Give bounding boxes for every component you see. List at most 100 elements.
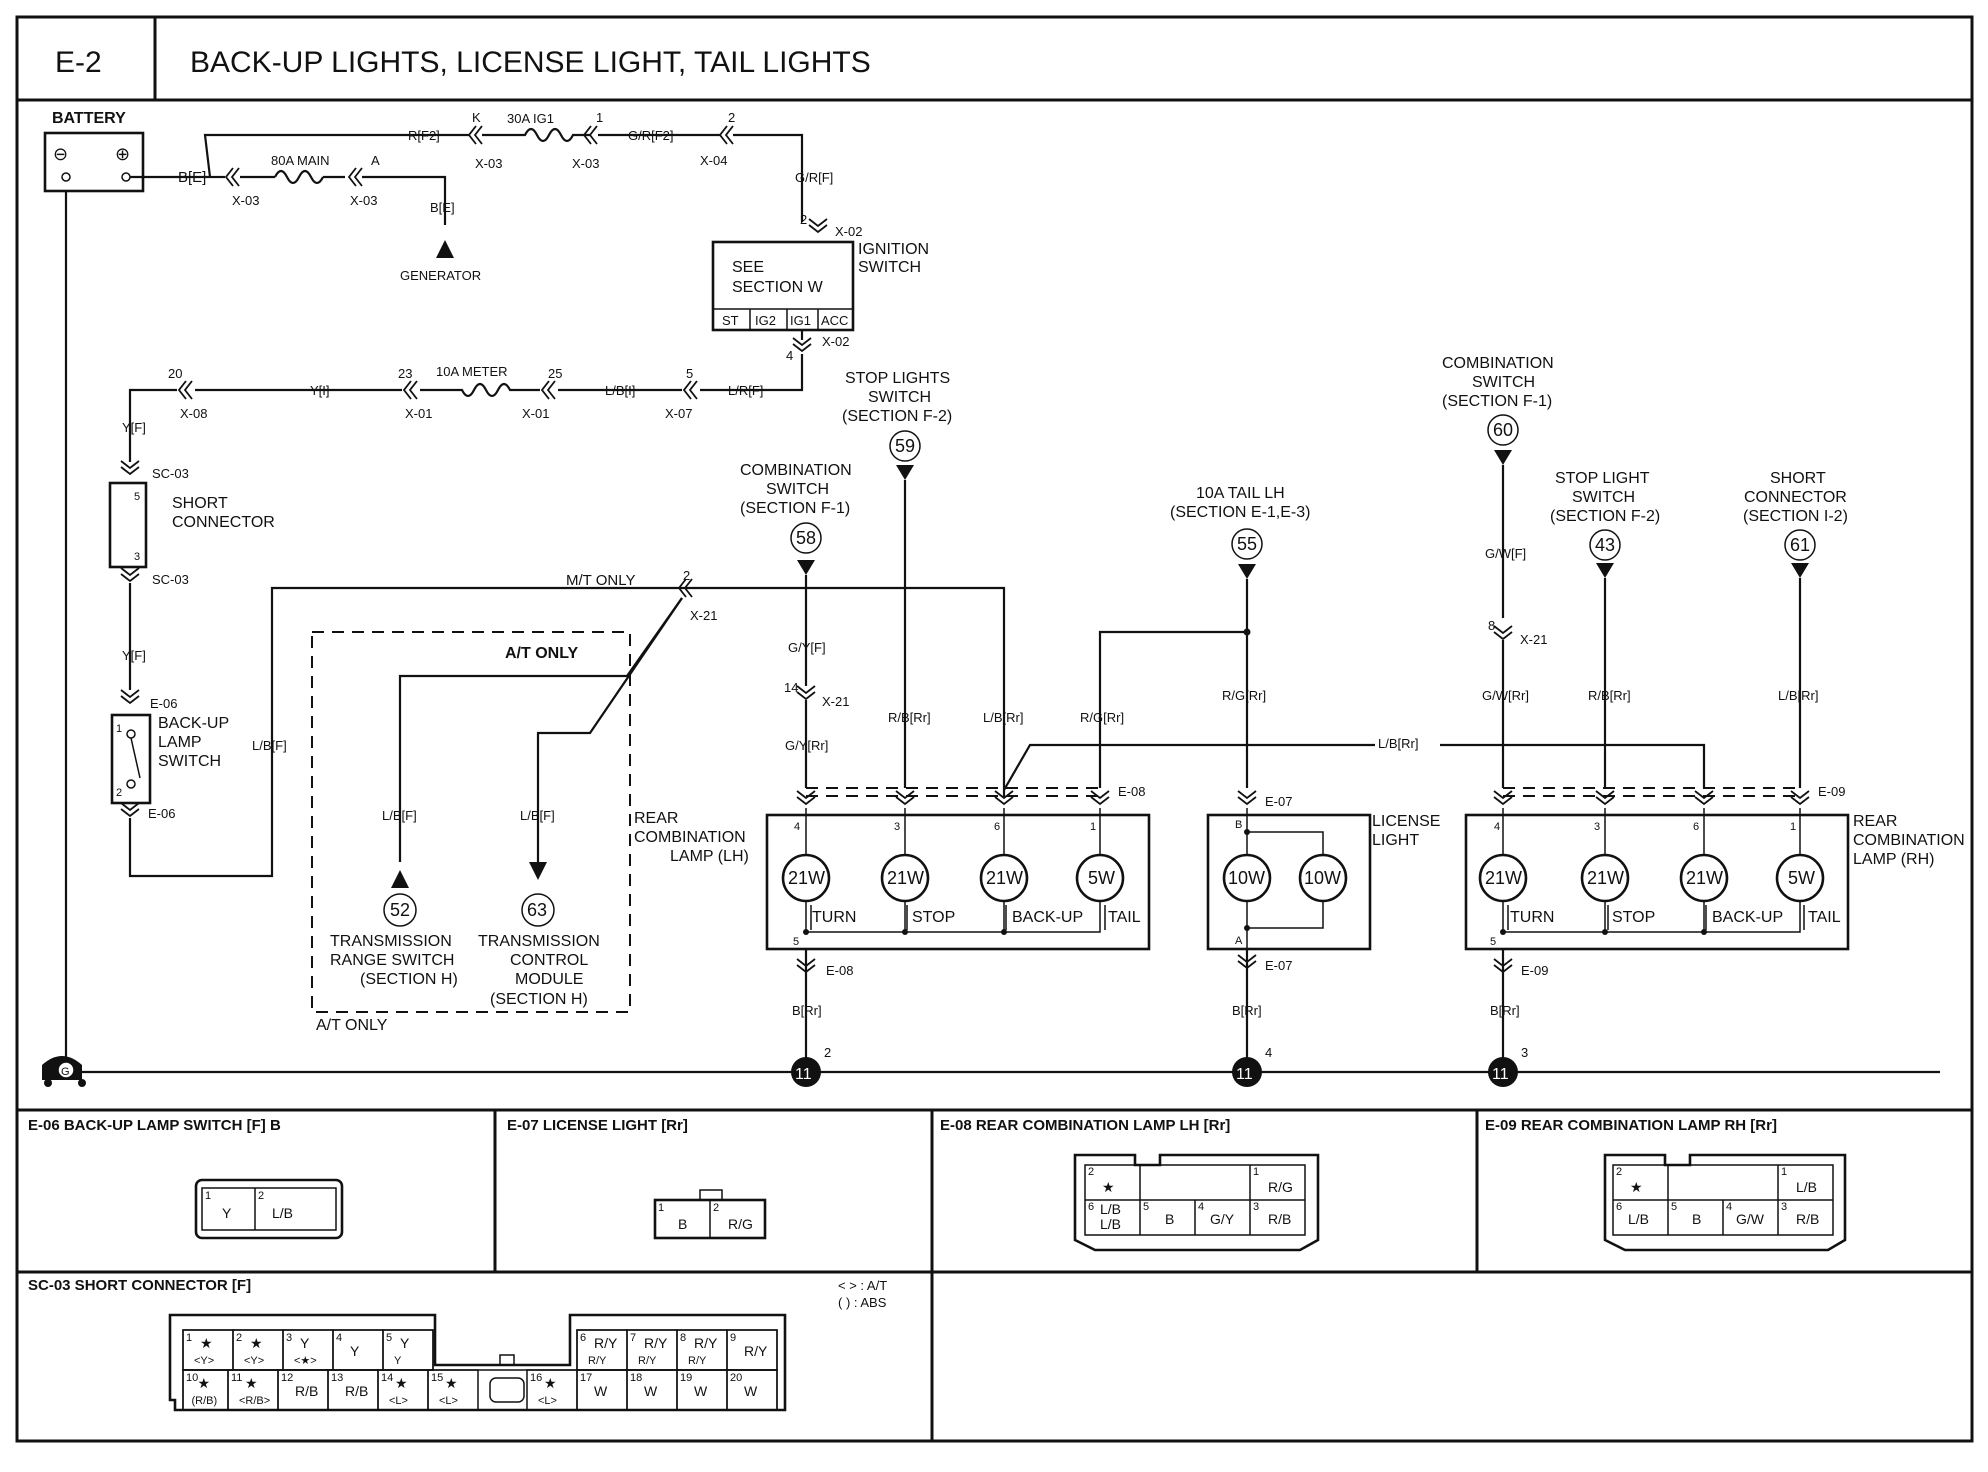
svg-text:4: 4 bbox=[794, 821, 800, 833]
svg-text:G/Y: G/Y bbox=[1210, 1211, 1235, 1227]
svg-text:CONNECTOR: CONNECTOR bbox=[172, 514, 275, 531]
svg-text:2: 2 bbox=[1088, 1166, 1094, 1178]
svg-text:2: 2 bbox=[800, 212, 807, 227]
svg-text:★: ★ bbox=[445, 1375, 458, 1391]
ground-11-lh: 11 bbox=[795, 1066, 812, 1083]
svg-text:1: 1 bbox=[596, 110, 603, 125]
svg-text:12: 12 bbox=[281, 1372, 293, 1384]
sc03-pin-4: 4Y bbox=[332, 1329, 384, 1371]
svg-text:E-07: E-07 bbox=[1265, 794, 1292, 809]
svg-text:5: 5 bbox=[386, 1332, 392, 1344]
svg-text:★: ★ bbox=[1102, 1179, 1115, 1195]
svg-text:G/R[F2]: G/R[F2] bbox=[628, 128, 674, 143]
svg-text:1: 1 bbox=[1253, 1166, 1259, 1178]
svg-text:SWITCH: SWITCH bbox=[158, 753, 221, 770]
svg-text:L/B[I]: L/B[I] bbox=[605, 383, 635, 398]
connector-e06: 1 Y 2 L/B bbox=[194, 1178, 344, 1240]
svg-text:E-07: E-07 bbox=[1265, 958, 1292, 973]
svg-text:REAR: REAR bbox=[634, 810, 678, 827]
svg-text:TRANSMISSION: TRANSMISSION bbox=[478, 933, 600, 950]
back-up-lamp-switch: 1 2 BACK-UP LAMP SWITCH bbox=[110, 713, 229, 805]
svg-text:ST: ST bbox=[722, 313, 739, 328]
svg-text:E-08: E-08 bbox=[1118, 784, 1145, 799]
svg-text:7: 7 bbox=[630, 1332, 636, 1344]
svg-text:10A METER: 10A METER bbox=[436, 364, 508, 379]
svg-text:21W: 21W bbox=[1686, 868, 1723, 888]
svg-text:8: 8 bbox=[680, 1332, 686, 1344]
svg-text:4: 4 bbox=[1494, 821, 1500, 833]
svg-text:< > : A/T: < > : A/T bbox=[838, 1278, 887, 1293]
svg-text:1: 1 bbox=[186, 1332, 192, 1344]
svg-text:B: B bbox=[1235, 819, 1242, 831]
svg-text:L/B[Rr]: L/B[Rr] bbox=[1778, 688, 1818, 703]
svg-text:SC-03: SC-03 bbox=[152, 572, 189, 587]
svg-text:10A TAIL LH: 10A TAIL LH bbox=[1196, 485, 1285, 502]
svg-text:2: 2 bbox=[116, 787, 122, 799]
connector-e07: 1 B 2 R/G bbox=[653, 1189, 767, 1240]
svg-text:LIGHT: LIGHT bbox=[1372, 832, 1419, 849]
svg-text:14: 14 bbox=[784, 680, 798, 695]
svg-text:6: 6 bbox=[1616, 1201, 1622, 1213]
svg-text:80A MAIN: 80A MAIN bbox=[271, 153, 330, 168]
battery-positive-icon: ⊕ bbox=[115, 144, 130, 164]
svg-text:W: W bbox=[594, 1383, 608, 1399]
svg-text:REAR: REAR bbox=[1853, 813, 1897, 830]
svg-text:L/B: L/B bbox=[1796, 1179, 1817, 1195]
svg-text:<★>: <★> bbox=[294, 1355, 317, 1367]
svg-text:<Y>: <Y> bbox=[244, 1355, 264, 1367]
ground-11-rh: 11 bbox=[1492, 1066, 1509, 1083]
svg-text:SECTION W: SECTION W bbox=[732, 279, 824, 296]
svg-text:B: B bbox=[1692, 1211, 1701, 1227]
sc03-pin-18: 18W bbox=[626, 1369, 678, 1411]
svg-text:23: 23 bbox=[398, 366, 412, 381]
svg-text:Y[F]: Y[F] bbox=[122, 648, 146, 663]
sc03-pin-20: 20W bbox=[726, 1369, 778, 1411]
rear-combination-lamp-rh: 4 3 6 1 21W 21W 21W 5W TURN STOP BACK-UP… bbox=[1464, 808, 1850, 951]
svg-text:21W: 21W bbox=[1485, 868, 1522, 888]
svg-text:G/Y[F]: G/Y[F] bbox=[788, 640, 826, 655]
svg-text:CONTROL: CONTROL bbox=[510, 952, 588, 969]
svg-text:★: ★ bbox=[544, 1375, 557, 1391]
svg-text:1: 1 bbox=[1790, 821, 1796, 833]
svg-text:G/W[F]: G/W[F] bbox=[1485, 546, 1526, 561]
svg-text:X-21: X-21 bbox=[822, 694, 849, 709]
svg-text:Y: Y bbox=[394, 1355, 402, 1367]
short-connector: 5 3 SHORT CONNECTOR bbox=[108, 481, 275, 569]
connector-e08-title: E-08 REAR COMBINATION LAMP LH [Rr] bbox=[940, 1117, 1230, 1134]
page-code: E-2 bbox=[55, 46, 102, 79]
connector-e06-title: E-06 BACK-UP LAMP SWITCH [F] B bbox=[28, 1117, 281, 1134]
svg-text:X-08: X-08 bbox=[180, 406, 207, 421]
svg-text:Y[I]: Y[I] bbox=[310, 383, 330, 398]
svg-text:(R/B): (R/B) bbox=[192, 1395, 218, 1407]
svg-text:TAIL: TAIL bbox=[1808, 909, 1841, 926]
generator-label: GENERATOR bbox=[400, 268, 481, 283]
svg-text:SWITCH: SWITCH bbox=[858, 259, 921, 276]
svg-text:R/Y: R/Y bbox=[594, 1335, 618, 1351]
svg-text:X-03: X-03 bbox=[350, 193, 377, 208]
svg-text:X-04: X-04 bbox=[700, 153, 727, 168]
svg-text:9: 9 bbox=[730, 1332, 736, 1344]
svg-text:LAMP (RH): LAMP (RH) bbox=[1853, 851, 1935, 868]
svg-text:W: W bbox=[694, 1383, 708, 1399]
svg-text:3: 3 bbox=[286, 1332, 292, 1344]
svg-text:17: 17 bbox=[580, 1372, 592, 1384]
svg-text:L/B: L/B bbox=[1100, 1201, 1121, 1217]
svg-text:B[Rr]: B[Rr] bbox=[792, 1003, 822, 1018]
svg-text:8: 8 bbox=[1488, 618, 1495, 633]
svg-text:BACK-UP: BACK-UP bbox=[1712, 909, 1783, 926]
svg-text:BACK-UP: BACK-UP bbox=[158, 715, 229, 732]
sc03-pin-16: 16★<L> bbox=[526, 1369, 578, 1411]
battery-negative-icon: ⊖ bbox=[53, 144, 68, 164]
svg-text:B[E]: B[E] bbox=[430, 200, 455, 215]
svg-text:SHORT: SHORT bbox=[1770, 470, 1826, 487]
svg-text:SHORT: SHORT bbox=[172, 495, 228, 512]
svg-text:4: 4 bbox=[336, 1332, 342, 1344]
svg-text:K: K bbox=[472, 110, 481, 125]
svg-text:2: 2 bbox=[236, 1332, 242, 1344]
svg-text:R/B: R/B bbox=[1796, 1211, 1819, 1227]
svg-text:IG2: IG2 bbox=[755, 313, 776, 328]
svg-text:R/G[Rr]: R/G[Rr] bbox=[1080, 710, 1124, 725]
